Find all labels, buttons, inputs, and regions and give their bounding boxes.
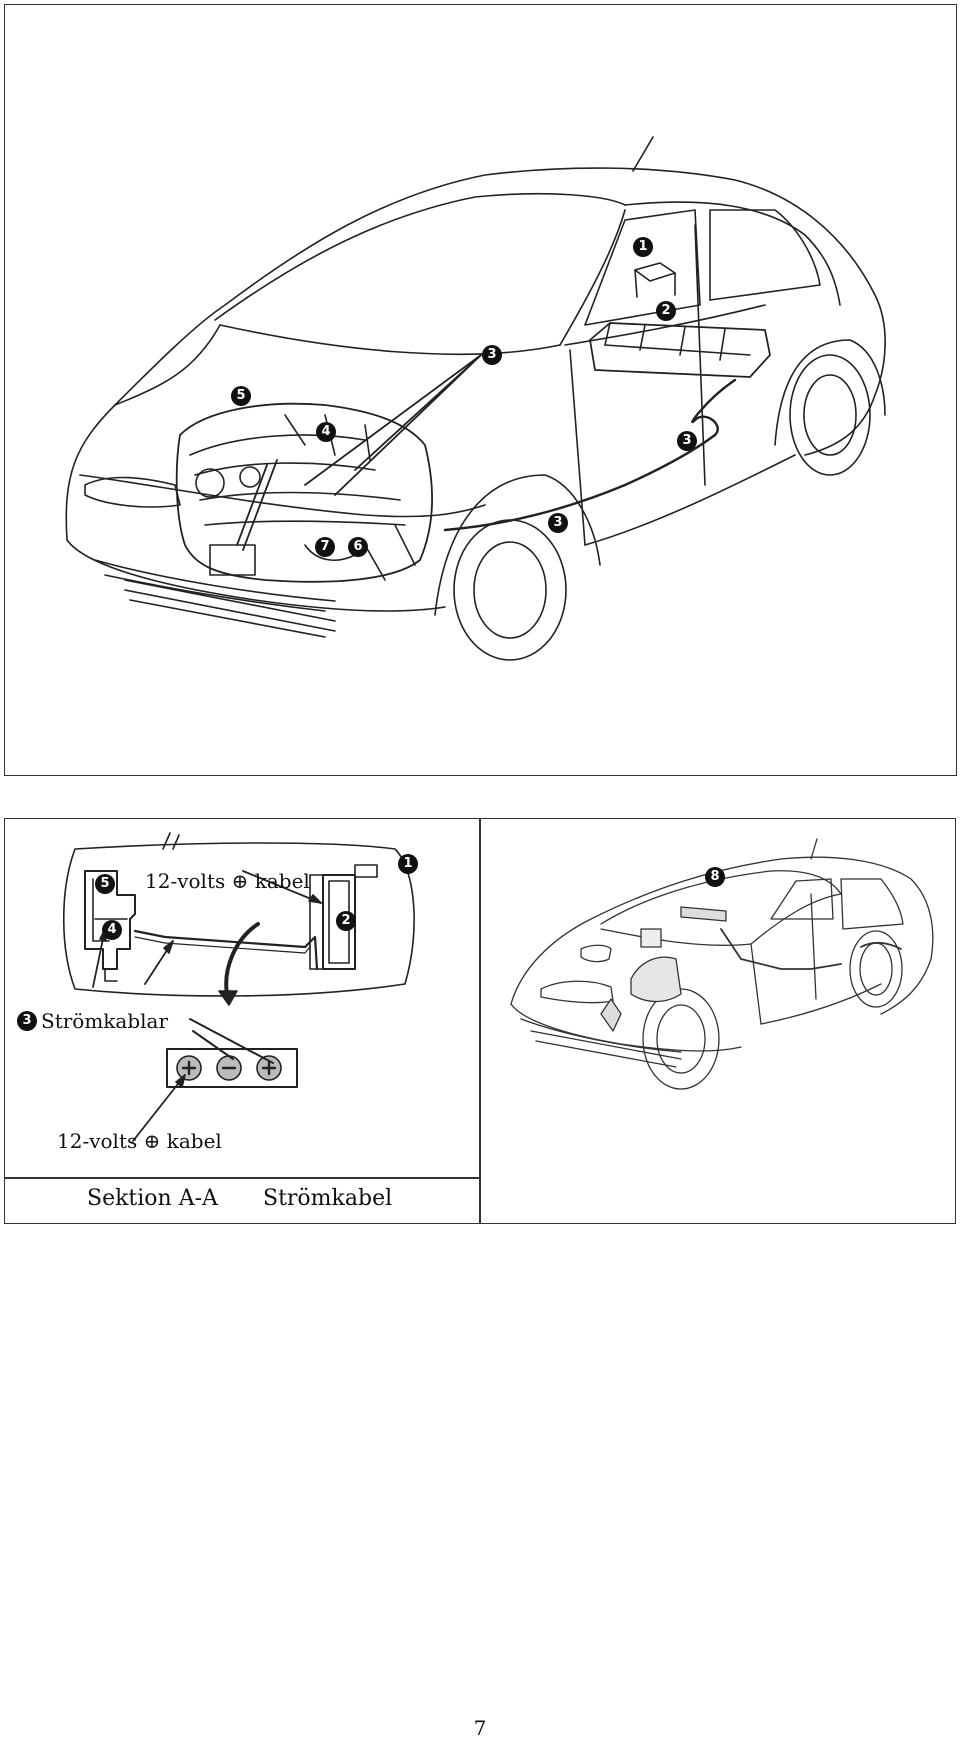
callout-3: 3 (17, 1011, 37, 1031)
top-figure-frame: 1 2 3 3 3 4 5 6 7 (4, 4, 957, 776)
bottom-figure-frame: 1 2 3 4 5 12-volts ⊕ kabel Strömkablar 1… (4, 818, 956, 1224)
callout-7: 7 (315, 537, 335, 557)
section-a-a-diagram (63, 832, 415, 1142)
callout-8: 8 (705, 867, 725, 887)
callout-6: 6 (348, 537, 368, 557)
callout-1: 1 (398, 854, 418, 874)
callout-2: 2 (656, 301, 676, 321)
panel-divider (479, 819, 481, 1223)
page-number: 7 (473, 1716, 487, 1740)
label-power-cables: Strömkablar (41, 1009, 169, 1033)
label-12v-cable-bottom: 12-volts ⊕ kabel (57, 1129, 222, 1153)
caption-power-cable: Strömkabel (263, 1186, 393, 1211)
callout-3: 3 (548, 513, 568, 533)
vehicle-overview-illustration (510, 838, 934, 1090)
label-12v-cable-top: 12-volts ⊕ kabel (145, 869, 310, 893)
callout-2: 2 (336, 911, 356, 931)
callout-3: 3 (677, 431, 697, 451)
callout-5: 5 (95, 874, 115, 894)
callout-4: 4 (102, 920, 122, 940)
callout-4: 4 (316, 422, 336, 442)
vehicle-cutaway-illustration (65, 136, 886, 661)
caption-section-a-a: Sektion A-A (87, 1186, 218, 1211)
callout-3: 3 (482, 345, 502, 365)
callout-5: 5 (231, 386, 251, 406)
caption-divider (5, 1177, 479, 1179)
callout-1: 1 (633, 237, 653, 257)
